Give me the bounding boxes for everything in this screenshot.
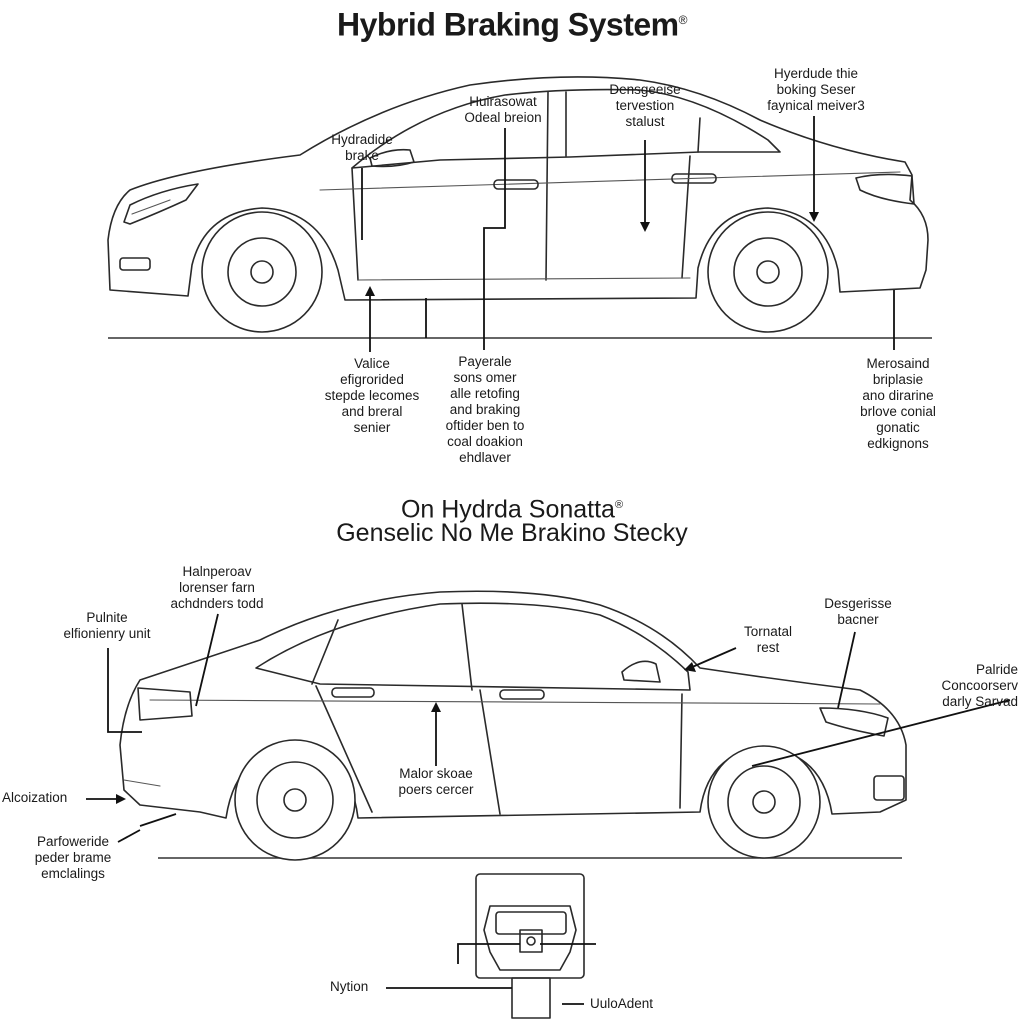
top-car-rear-rim bbox=[733, 237, 803, 307]
label-designise: Desgerisse bacner bbox=[824, 596, 892, 627]
top-car-rear-handle bbox=[671, 173, 717, 184]
diagram-subtitle-line2: Genselic No Me Brakino Stecky bbox=[336, 519, 688, 547]
leader-tornatal bbox=[689, 647, 737, 669]
module-sensor-dot bbox=[526, 936, 536, 946]
top-car-beltline bbox=[319, 171, 901, 191]
top-car-foglight bbox=[119, 257, 151, 271]
label-alcoization: Alcoization bbox=[2, 790, 68, 805]
top-leader-lines bbox=[361, 116, 895, 352]
module-sensor bbox=[519, 929, 543, 953]
top-car-body bbox=[107, 76, 929, 301]
label-valice: Valice efigrorided stepde lecomes and br… bbox=[324, 356, 420, 435]
label-payerale: Payerale sons omer alle retofing and bra… bbox=[445, 354, 525, 465]
top-car-headlight bbox=[123, 183, 199, 225]
leader-palride bbox=[751, 699, 1011, 767]
title-text: Hybrid Braking System bbox=[337, 6, 679, 43]
bottom-car-a-pillar bbox=[311, 619, 339, 685]
label-pulnite: Pulnite elfionienry unit bbox=[63, 610, 151, 641]
top-car-front-wheel bbox=[201, 211, 323, 333]
arrow-malor-skoae bbox=[431, 702, 441, 712]
bottom-car-rear-handle bbox=[331, 687, 375, 698]
leader-payerale bbox=[483, 180, 506, 350]
arrow-alcoization bbox=[116, 794, 126, 804]
bottom-car-windows bbox=[255, 602, 691, 691]
top-car-rear-door-edge bbox=[681, 155, 691, 279]
diagram-title: Hybrid Braking System® bbox=[0, 2, 1024, 43]
top-car-headlight-detail bbox=[131, 199, 171, 215]
label-uulodent: UuloAdent bbox=[590, 996, 654, 1011]
bottom-car-rear-rim bbox=[256, 761, 334, 839]
top-car-sill bbox=[357, 277, 691, 281]
bottom-car-side-view bbox=[119, 590, 907, 861]
label-malor-skoae: Malor skoae poers cercer bbox=[398, 766, 474, 797]
top-car-b-pillar bbox=[545, 91, 549, 281]
top-car-side-view bbox=[107, 76, 932, 339]
label-densgeise: Densgeeise tervestion stalust bbox=[609, 82, 681, 129]
bottom-car-mirror bbox=[621, 660, 661, 683]
top-car-front-hub bbox=[250, 260, 274, 284]
module-side-line-left bbox=[457, 943, 520, 964]
bottom-car-bumper-line bbox=[123, 779, 161, 787]
module-housing bbox=[475, 873, 585, 979]
bottom-car-front-door-edge bbox=[679, 693, 683, 809]
bottom-car-beltline bbox=[149, 699, 881, 705]
label-hyerdude: Hyerdude thie boking Seser faynical meiv… bbox=[767, 66, 865, 113]
subtitle-mark: ® bbox=[614, 499, 624, 511]
top-car-rear-wheel bbox=[707, 211, 829, 333]
module-top-block bbox=[495, 911, 567, 935]
leader-parfoweride-2 bbox=[139, 813, 177, 827]
label-palride: Palride Concoorserv darly Sarvad bbox=[941, 662, 1018, 709]
bottom-car-door-split bbox=[479, 689, 501, 815]
brake-module-unit bbox=[386, 873, 596, 1019]
top-car-taillight bbox=[855, 173, 915, 205]
arrow-tornatal bbox=[684, 662, 696, 672]
module-inner-body bbox=[483, 905, 577, 971]
bottom-car-front-rim bbox=[727, 765, 801, 839]
leader-pulnite bbox=[107, 648, 142, 733]
label-parfoweride: Parfoweride peder brame emclalings bbox=[34, 834, 112, 881]
bottom-car-rear-door-edge bbox=[315, 685, 373, 813]
bottom-car-rear-wheel bbox=[234, 739, 356, 861]
diagram-subtitle-line1: On Hydrda Sonatta® bbox=[0, 490, 1024, 524]
leader-designise bbox=[837, 631, 856, 709]
label-hudraswat: Huirasowat Odeal breion bbox=[464, 94, 542, 125]
arrow-valice bbox=[365, 286, 375, 296]
top-car-c-pillar bbox=[697, 117, 701, 153]
bottom-car-front-grille bbox=[873, 775, 905, 801]
bottom-car-front-hub bbox=[752, 790, 776, 814]
top-car-front-handle bbox=[493, 179, 539, 190]
arrow-densgeise bbox=[640, 222, 650, 232]
label-nytion: Nytion bbox=[330, 979, 369, 994]
top-car-front-door-edge bbox=[351, 167, 359, 281]
bottom-car-front-handle bbox=[499, 689, 545, 700]
label-tornatal: Tornatal rest bbox=[743, 624, 793, 655]
bottom-car-front-wheel bbox=[707, 745, 821, 859]
label-hydradide-brake: Hydradide brake bbox=[331, 132, 393, 163]
label-halrperoav: Halnperoav lorenser farn achdnders todd bbox=[170, 564, 264, 611]
leader-halrperoav bbox=[195, 613, 219, 707]
module-connector bbox=[511, 977, 551, 1019]
top-car-rear-hub bbox=[756, 260, 780, 284]
top-car-roofline bbox=[351, 88, 781, 169]
bottom-car-rear-hub bbox=[283, 788, 307, 812]
subtitle-line1-text: On Hydrda Sonatta bbox=[400, 495, 615, 524]
top-car-front-rim bbox=[227, 237, 297, 307]
label-merosaind: Merosaind briplasie ano dirarine brlove … bbox=[860, 356, 936, 451]
bottom-car-b-pillar bbox=[461, 603, 473, 691]
title-mark: ® bbox=[678, 13, 688, 27]
leader-parfoweride-1 bbox=[117, 829, 141, 843]
top-car-mirror bbox=[369, 148, 415, 168]
bottom-leader-lines bbox=[86, 613, 1011, 843]
bottom-car-taillight bbox=[137, 687, 193, 721]
bottom-car-headlight bbox=[819, 707, 889, 737]
arrow-hyerdude bbox=[809, 212, 819, 222]
